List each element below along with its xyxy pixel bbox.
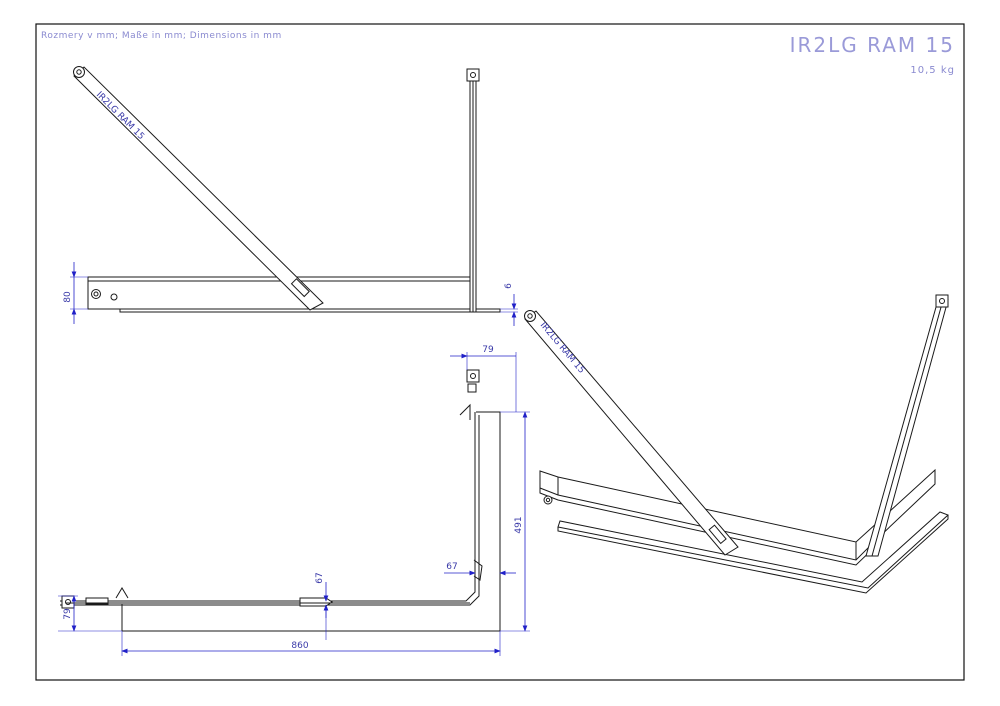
strut-marking: IR2LG RAM 15 <box>538 321 587 376</box>
product-weight: 10,5 kg <box>910 65 955 76</box>
top-view: 79 491 67 67 79 860 <box>58 345 530 656</box>
drawing-frame <box>35 23 965 681</box>
isometric-view: IR2LG RAM 15 <box>524 294 949 594</box>
dim-top-left-height: 79 <box>63 608 73 620</box>
svg-text:IR2LG RAM 15: IR2LG RAM 15 <box>94 90 146 142</box>
dim-top-depth: 491 <box>514 516 524 533</box>
dim-front-offset: 6 <box>504 283 514 289</box>
dim-top-offset-mid: 67 <box>315 572 325 583</box>
product-title: IR2LG RAM 15 <box>790 33 955 57</box>
dim-top-offset-right: 67 <box>446 562 457 572</box>
dim-top-length: 860 <box>291 641 308 651</box>
dim-top-width: 79 <box>482 345 494 355</box>
front-view: IR2LG RAM 15 80 6 <box>63 66 518 326</box>
units-note: Rozmery v mm; Maße in mm; Dimensions in … <box>41 31 282 41</box>
dim-front-height: 80 <box>63 291 73 303</box>
